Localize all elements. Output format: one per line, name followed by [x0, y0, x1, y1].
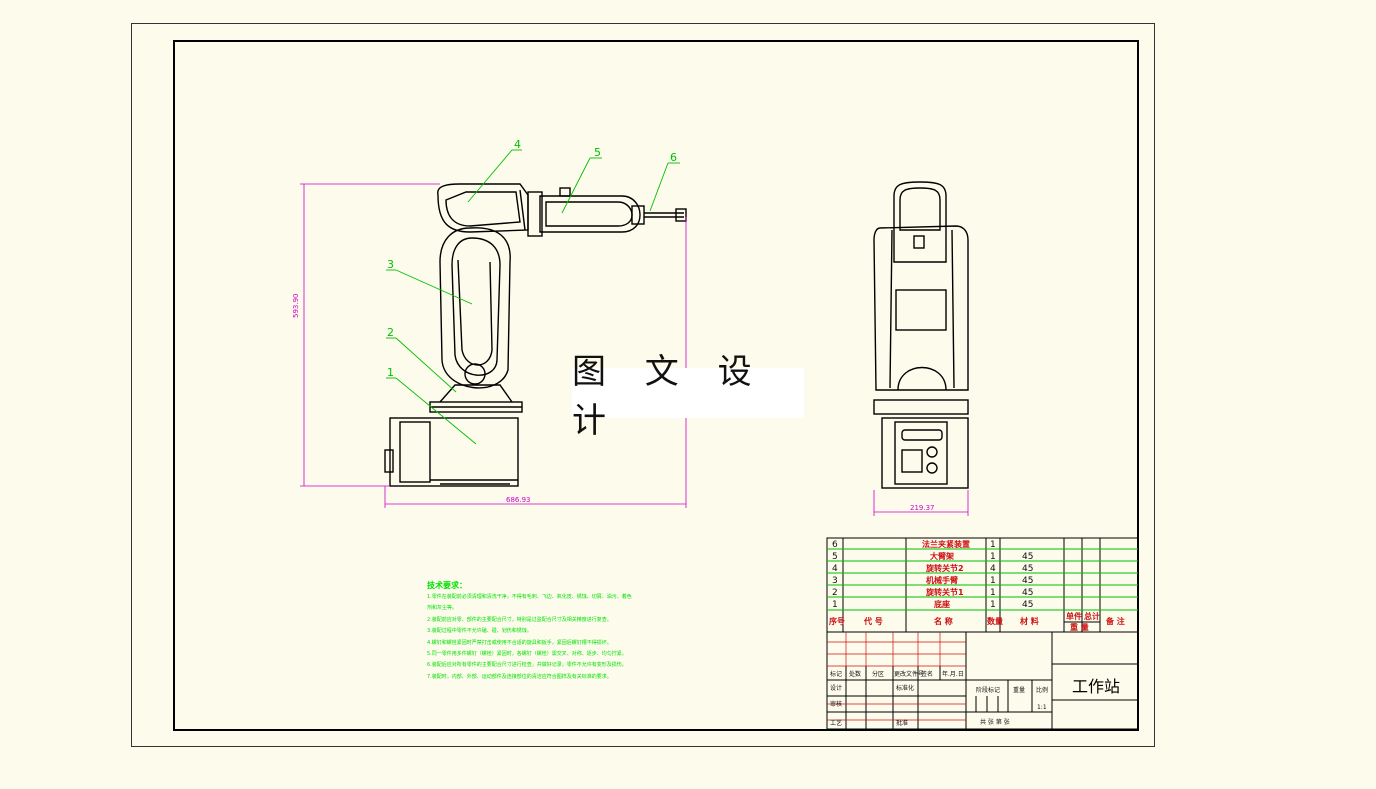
bom-row-no: 1 [832, 600, 838, 610]
tb-label: 设计 [830, 684, 842, 692]
tech-note-line: 5.同一零件用多件螺钉（螺栓）紧固时，各螺钉（螺栓）需交叉、对称、逐步、均匀拧紧… [427, 651, 627, 658]
balloon-3: 3 [387, 258, 394, 271]
balloon-5: 5 [594, 146, 601, 159]
bom-row-material: 45 [1022, 588, 1033, 598]
bom-row-name: 旋转关节1 [925, 587, 964, 597]
front-dimensions [873, 490, 969, 516]
tb-label: 处数 [849, 670, 861, 678]
bom-header-code: 代 号 [863, 616, 883, 626]
bom-row-qty: 1 [990, 588, 996, 598]
tech-note-line: 2.装配前应对零、部件的主要配合尺寸，特别是过盈配合尺寸及相关精度进行复查。 [427, 616, 612, 623]
tb-label: 重量 [1013, 686, 1025, 694]
front-base-housing [881, 417, 969, 489]
side-view [384, 183, 687, 487]
tb-label: 分区 [872, 670, 884, 678]
base-housing [389, 417, 519, 487]
bom-row-material: 45 [1022, 552, 1033, 562]
title-block-labels: 标记 处数 分区 更改文件号 签名 年.月.日 设计 标准化 阶段标记 重量 比… [830, 670, 1048, 727]
tech-note-line: 3.装配过程中零件不允许磕、碰、划伤和锈蚀。 [427, 628, 532, 635]
base-connector [384, 449, 394, 473]
bom-row-material: 45 [1022, 576, 1033, 586]
bom-row-qty: 1 [990, 552, 996, 562]
bom-rows: 6 法兰夹紧装置 1 5 大臂架 1 45 4 旋转关节2 4 45 3 机械手… [832, 539, 1033, 610]
bom-row-qty: 1 [990, 540, 996, 550]
tech-notes-title: 技术要求： [427, 581, 467, 590]
bom-row-qty: 1 [990, 576, 996, 586]
tb-label: 审核 [830, 700, 842, 708]
bom-header-no: 序号 [829, 616, 845, 626]
tb-scale-value: 1:1 [1037, 704, 1047, 711]
bom-header-total-weight: 总计 [1084, 611, 1100, 621]
bom-row-no: 6 [832, 540, 838, 550]
front-flange [873, 399, 969, 415]
front-joint-housing [893, 181, 947, 263]
tb-label: 标准化 [896, 684, 914, 692]
bom-header-name: 名 称 [934, 616, 953, 626]
tech-note-line: 剂和灰尘等。 [427, 605, 458, 612]
tb-label: 更改文件号 [894, 670, 924, 678]
tech-note-line: 7.装配时，内部、外部、运动部件及连接部位的清洁应符合图样及有关标准的要求。 [427, 673, 612, 680]
bom-row-qty: 4 [990, 564, 996, 574]
bom-row-name: 法兰夹紧装置 [922, 539, 970, 549]
bom-header-unit-weight: 单件 [1066, 611, 1082, 621]
bom-row-no: 4 [832, 564, 838, 574]
base-side-plate [399, 421, 431, 483]
bom-row-material: 45 [1022, 600, 1033, 610]
title-block-grid [826, 631, 1139, 730]
tech-note-line: 6.装配后应对所有零件的主要配合尺寸进行检查，并做好记录，零件不允许有变形及损伤… [427, 662, 627, 669]
upper-arm-link [439, 227, 511, 389]
bom-row-no: 5 [832, 552, 838, 562]
bom-row-name: 大臂架 [930, 551, 954, 561]
bom-row-name: 机械手臂 [926, 575, 958, 585]
leader-lines [386, 149, 680, 445]
bom-row-lines [827, 548, 1138, 611]
balloon-2: 2 [387, 326, 394, 339]
front-arm-body [873, 225, 969, 391]
forearm-link [539, 195, 641, 233]
balloon-1: 1 [387, 366, 394, 379]
watermark: 图 文 设 计 [572, 352, 804, 441]
drawing-inner-frame [173, 40, 1139, 731]
drawing-outer-border [131, 23, 1155, 747]
tb-label: 工艺 [830, 719, 842, 727]
front-width-dimension-label: 219.37 [910, 504, 935, 512]
bom-header-qty: 数量 [987, 616, 1003, 626]
front-view [873, 181, 969, 489]
tb-label: 年.月.日 [942, 670, 964, 678]
bom-row-no: 3 [832, 576, 838, 586]
bom-header-weight: 重 量 [1070, 622, 1089, 632]
drawing-title: 工作站 [1071, 677, 1120, 696]
bom-header-material: 材 料 [1020, 616, 1039, 626]
technical-requirements: 技术要求： 1.零件在装配前必须清理和清洗干净，不得有毛刺、飞边、氧化皮、锈蚀、… [427, 580, 647, 683]
tech-note-line: 4.螺钉和螺栓紧固时严禁打击或使用不合适的旋具和扳手，紧固后螺钉槽不得损坏。 [427, 639, 612, 646]
width-dimension-label: 686.93 [506, 496, 531, 504]
tb-label: 比例 [1036, 686, 1048, 694]
height-dimension-label: 593.90 [292, 294, 300, 319]
tb-label: 标记 [830, 670, 842, 678]
tb-label: 阶段标记 [976, 686, 1000, 694]
side-dimensions [300, 183, 687, 508]
title-block-red-lines [827, 632, 966, 721]
tech-note-line: 1.零件在装配前必须清理和清洗干净，不得有毛刺、飞边、氧化皮、锈蚀、切屑、油污、… [427, 594, 632, 600]
bom-row-no: 2 [832, 588, 838, 598]
tb-label: 签名 [921, 670, 933, 678]
bom-row-name: 旋转关节2 [925, 563, 964, 573]
tb-label: 批准 [896, 719, 908, 727]
balloon-6: 6 [670, 151, 677, 164]
balloon-4: 4 [514, 138, 521, 151]
bom-row-qty: 1 [990, 600, 996, 610]
bom-header-remark: 备 注 [1105, 616, 1125, 626]
bom-row-material: 45 [1022, 564, 1033, 574]
bom-row-name: 底座 [933, 599, 950, 609]
bom-header: 序号 代 号 名 称 数量 材 料 单件 总计 重 量 备 注 [829, 611, 1125, 632]
tb-label: 共 张 第 张 [980, 718, 1010, 726]
